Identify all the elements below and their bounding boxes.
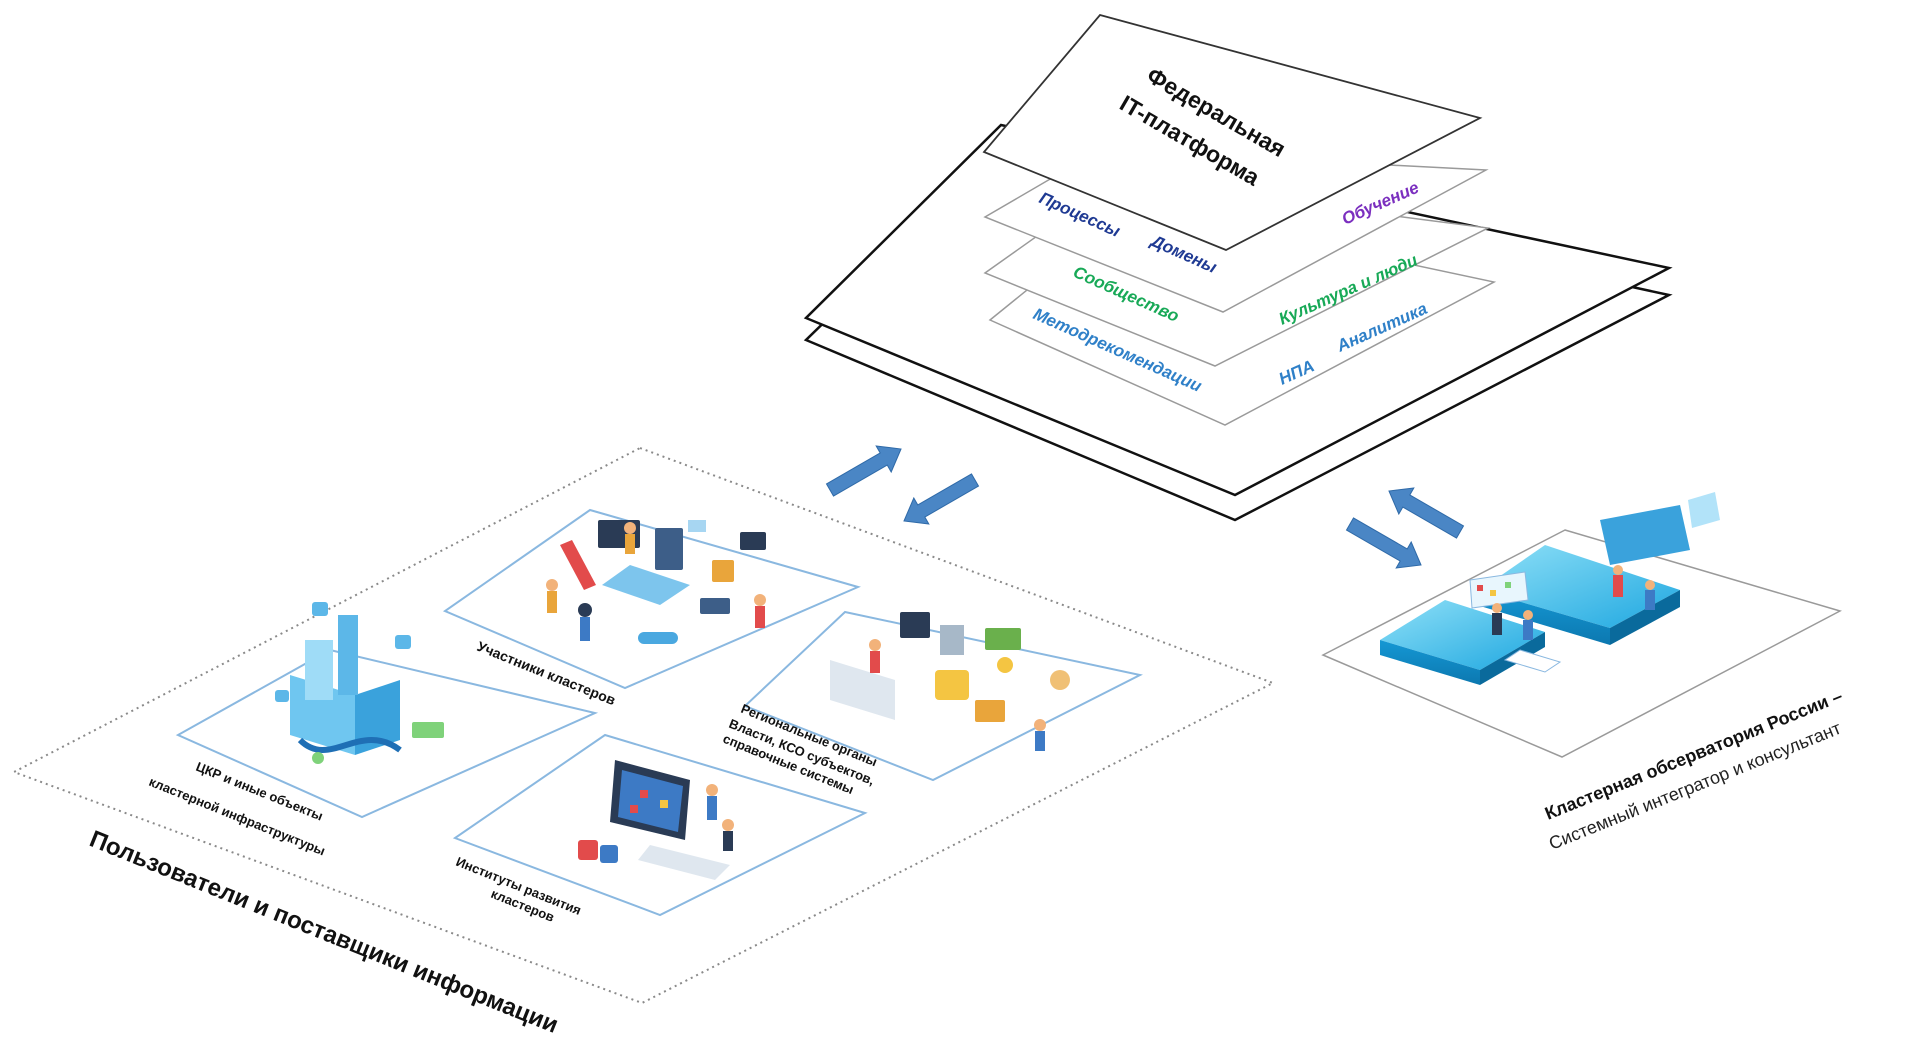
arrow-down-right-icon [1345, 517, 1422, 569]
arrows-users-platform [825, 445, 980, 525]
arrow-up-left-icon [1388, 487, 1465, 539]
illustration-smart-city [275, 602, 444, 764]
arrow-down-left-icon [903, 473, 980, 525]
arrow-up-right-icon [825, 445, 902, 497]
illustration-government-offices [830, 612, 1070, 751]
arrows-platform-observatory [1345, 487, 1465, 569]
illustration-integrator-office [1380, 492, 1720, 685]
observatory-outline [1321, 529, 1842, 758]
illustration-office-workers [546, 520, 766, 644]
platform-stack: Методрекомендации НПА Аналитика Сообщест… [803, 13, 1673, 522]
users-platform: Участники кластеров ЦКР и иные объекты к… [11, 446, 1276, 1039]
users-title: Пользователи и поставщики информации [86, 826, 562, 1034]
illustration-planning-board [578, 760, 734, 880]
users-dotted-outline [11, 446, 1276, 1005]
platform-title-sheet [982, 13, 1483, 251]
